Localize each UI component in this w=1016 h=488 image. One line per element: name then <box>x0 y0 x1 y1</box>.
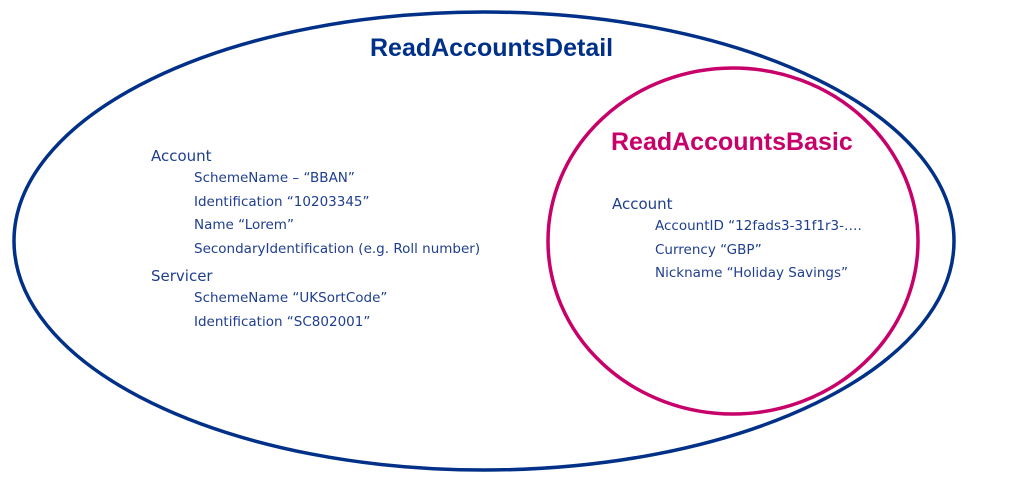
read-accounts-detail-title: ReadAccountsDetail <box>370 34 614 62</box>
detail-servicer-scheme-name: SchemeName “UKSortCode” <box>194 290 388 306</box>
basic-account-group: Account AccountID “12fads3-31f1r3-…. Cur… <box>612 193 862 286</box>
detail-account-name: Name “Lorem” <box>194 217 294 233</box>
basic-account-id: AccountID “12fads3-31f1r3-…. <box>655 218 862 234</box>
detail-account-heading: Account <box>151 147 212 165</box>
detail-account-secondary-identification: SecondaryIdentification (e.g. Roll numbe… <box>194 240 481 257</box>
read-accounts-detail-ellipse <box>12 10 956 472</box>
detail-servicer-heading: Servicer <box>151 267 213 285</box>
detail-servicer-group: Servicer SchemeName “UKSortCode” Identif… <box>151 265 387 334</box>
detail-servicer-identification: Identification “SC802001” <box>194 313 371 330</box>
detail-account-group: Account SchemeName – “BBAN” Identificati… <box>151 145 480 261</box>
read-accounts-basic-circle <box>546 66 920 416</box>
basic-account-heading: Account <box>612 195 673 213</box>
basic-account-nickname: Nickname “Holiday Savings” <box>655 265 849 281</box>
basic-account-currency: Currency “GBP” <box>655 241 762 258</box>
detail-account-identification: Identification “10203345” <box>194 193 370 210</box>
read-accounts-basic-title: ReadAccountsBasic <box>611 128 853 156</box>
detail-account-scheme-name: SchemeName – “BBAN” <box>194 170 355 186</box>
